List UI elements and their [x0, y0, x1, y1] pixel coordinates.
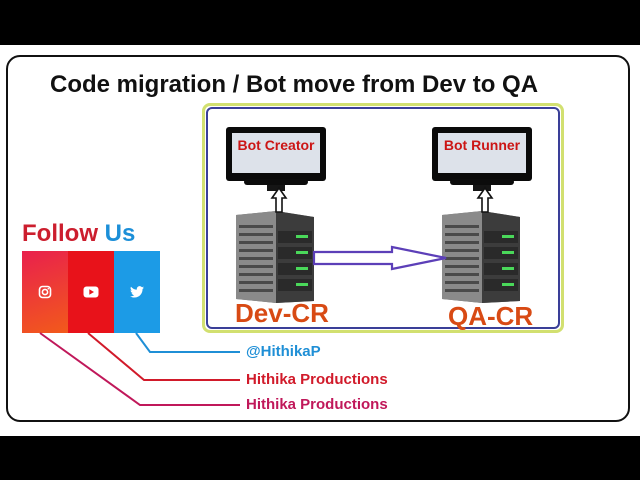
twitter-tile[interactable]: [114, 251, 160, 333]
follow-word: Follow: [22, 220, 98, 247]
qa-up-arrow-icon: [476, 186, 494, 213]
bot-runner-label: Bot Runner: [443, 137, 521, 153]
dev-up-arrow-icon: [270, 186, 288, 213]
youtube-channel-name[interactable]: Hithika Productions: [246, 371, 388, 388]
qa-monitor-base: [450, 179, 514, 185]
diagram-panel-inner-border: [206, 107, 560, 329]
youtube-icon: [83, 286, 99, 298]
twitter-handle[interactable]: @HithikaP: [246, 343, 321, 360]
slide-title: Code migration / Bot move from Dev to QA: [50, 71, 539, 98]
dev-monitor-icon: Bot Creator: [226, 127, 326, 181]
slide-frame: [6, 55, 630, 422]
qa-cr-label: QA-CR: [448, 301, 534, 331]
slide: Code migration / Bot move from Dev to QA…: [0, 45, 640, 436]
bot-creator-label: Bot Creator: [237, 137, 315, 153]
twitter-connector-line: [135, 332, 240, 353]
migration-arrow-icon: [312, 245, 447, 271]
us-word: Us: [104, 220, 136, 247]
dev-monitor-stand: [267, 181, 285, 191]
instagram-icon: [38, 285, 52, 299]
instagram-tile[interactable]: [22, 251, 68, 333]
follow-us-heading: Follow Us: [22, 220, 135, 248]
qa-server-icon: [442, 211, 520, 303]
instagram-connector-line: [39, 332, 240, 406]
dev-monitor-base: [244, 179, 308, 185]
youtube-tile[interactable]: [68, 251, 114, 333]
youtube-connector-line: [87, 332, 240, 381]
qa-monitor-stand: [473, 181, 491, 191]
instagram-account-name[interactable]: Hithika Productions: [246, 396, 388, 413]
twitter-icon: [130, 286, 144, 298]
qa-monitor-icon: Bot Runner: [432, 127, 532, 181]
dev-server-icon: [236, 211, 314, 303]
dev-cr-label: Dev-CR: [235, 298, 329, 328]
